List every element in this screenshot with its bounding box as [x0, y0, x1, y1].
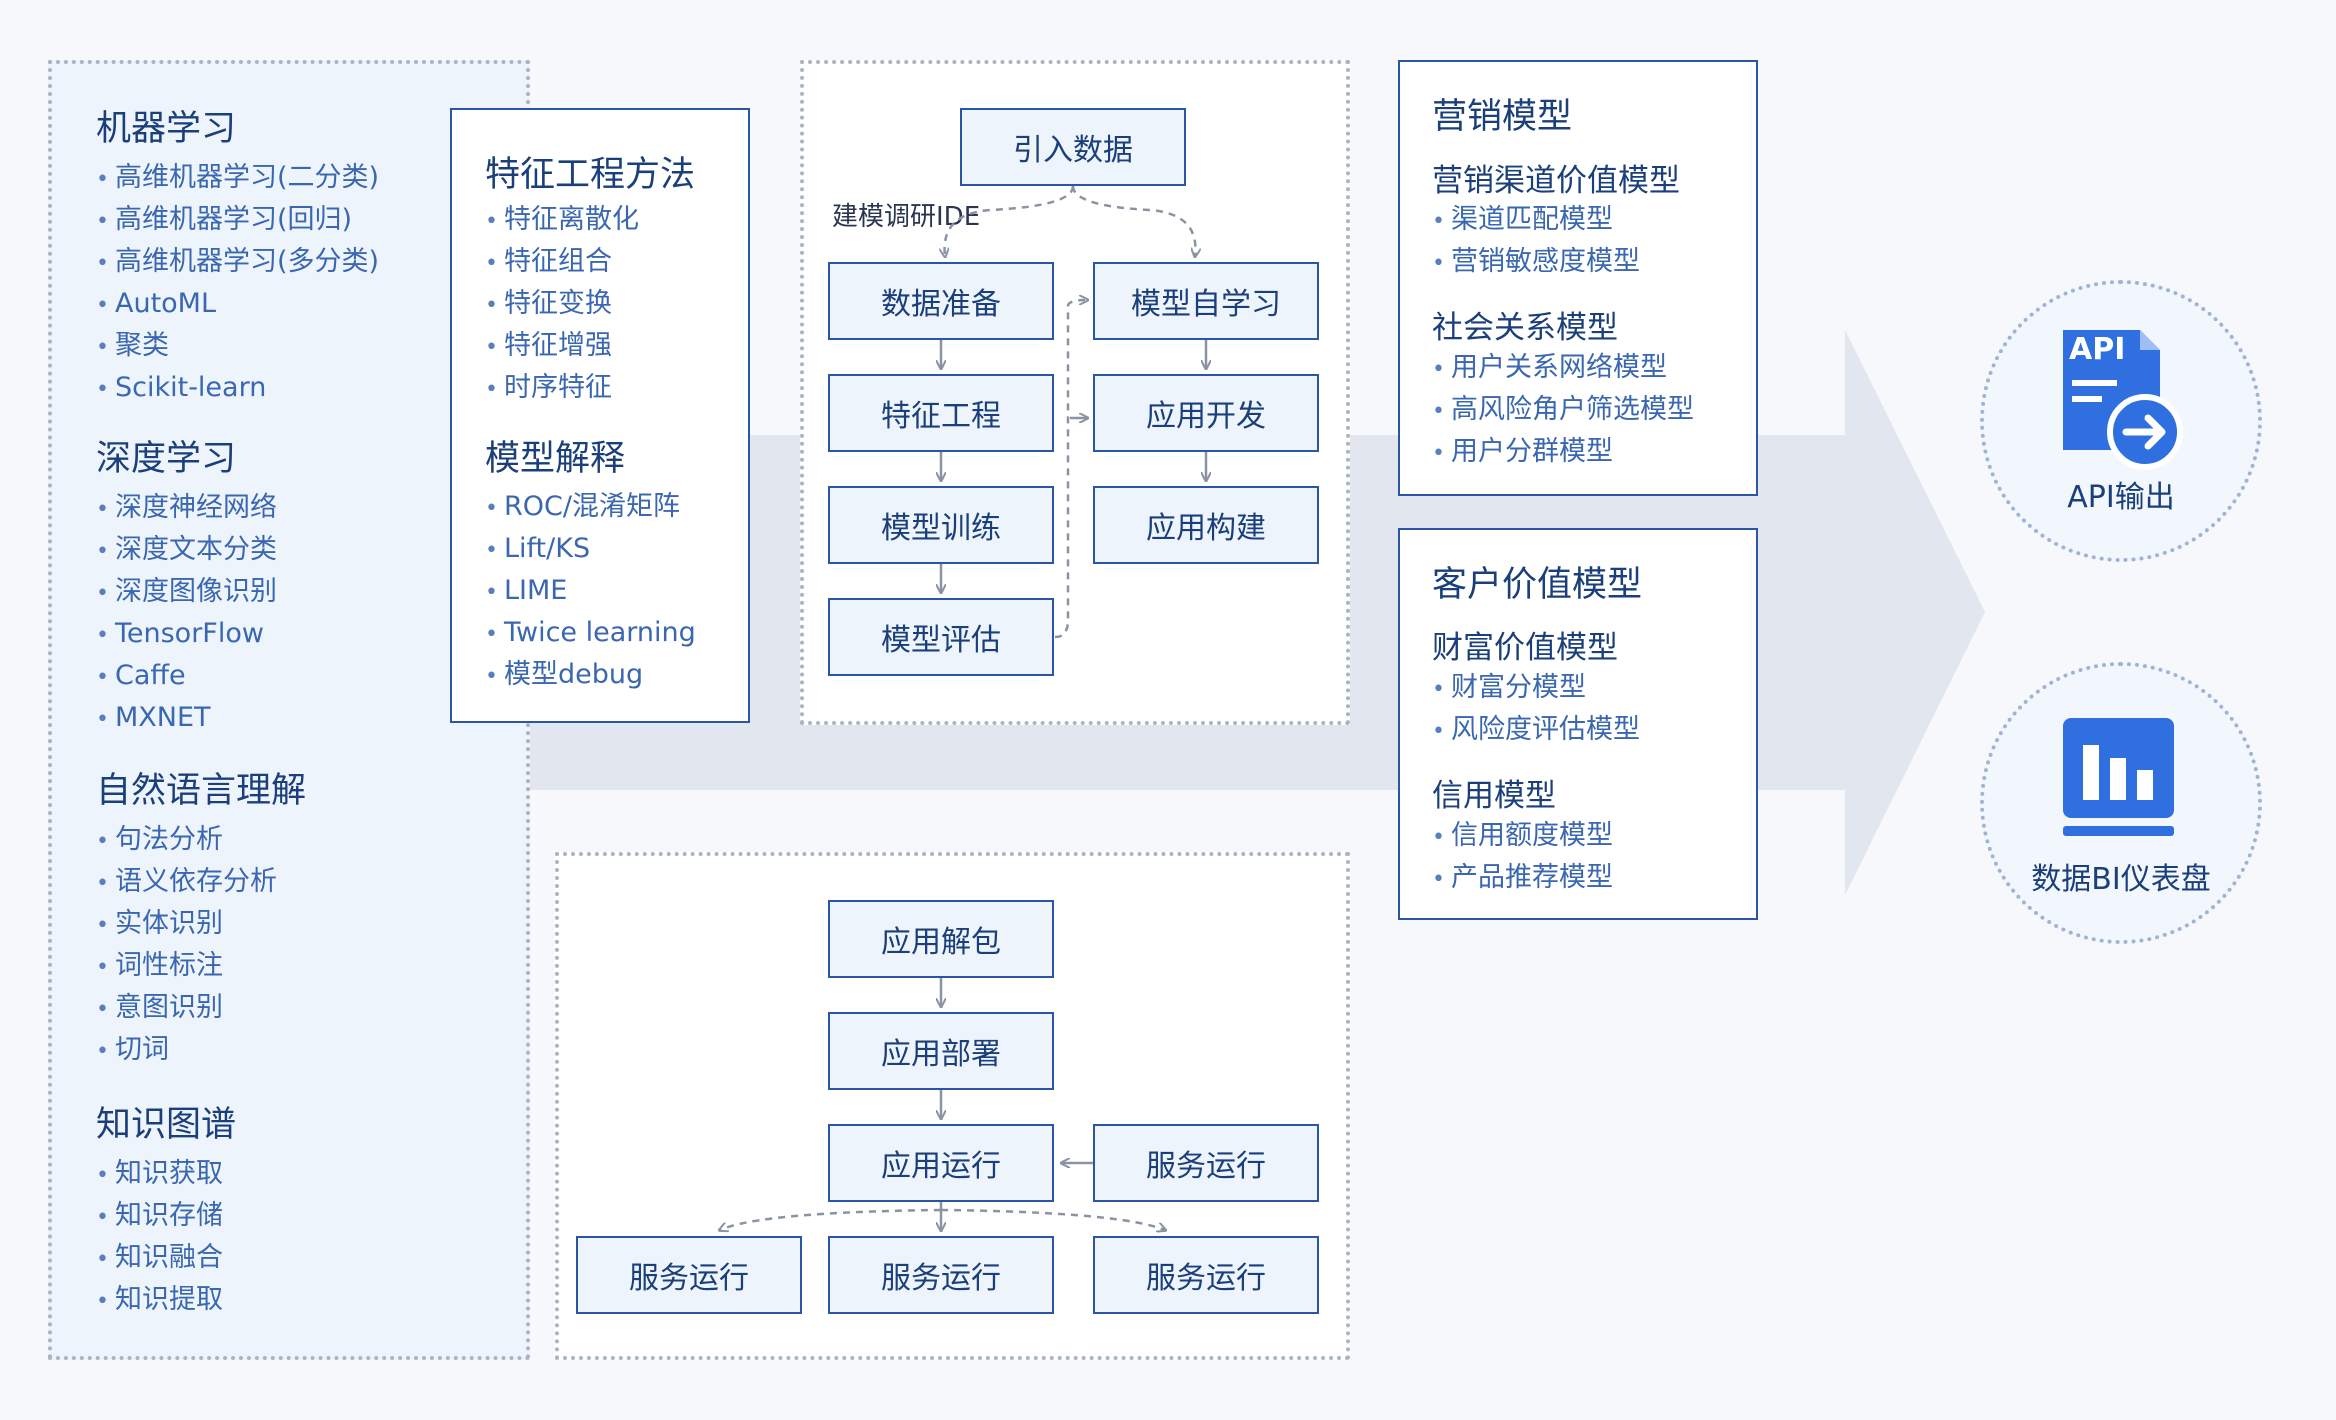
app-build-box: 应用构建	[1093, 486, 1319, 564]
feature-engineering-list: 特征离散化 特征组合 特征变换 特征增强 时序特征	[485, 200, 639, 410]
list-item: ROC/混淆矩阵	[485, 487, 696, 529]
wealth-value-title: 财富价值模型	[1432, 630, 1618, 666]
list-item: 营销敏感度模型	[1432, 242, 1640, 284]
credit-model-title: 信用模型	[1432, 778, 1556, 814]
list-item: 特征增强	[485, 326, 639, 368]
marketing-model-title: 营销模型	[1432, 97, 1573, 137]
nlu-list: 句法分析 语义依存分析 实体识别 词性标注 意图识别 切词	[96, 820, 277, 1072]
model-training-box: 模型训练	[828, 486, 1054, 564]
customer-value-title: 客户价值模型	[1432, 565, 1643, 605]
list-item: TensorFlow	[96, 614, 277, 656]
list-item: 高维机器学习(二分类)	[96, 158, 379, 200]
import-data-box: 引入数据	[960, 108, 1186, 186]
list-item: Caffe	[96, 656, 277, 698]
list-item: 语义依存分析	[96, 862, 277, 904]
marketing-channel-list: 渠道匹配模型 营销敏感度模型	[1432, 200, 1640, 284]
app-run-box: 应用运行	[828, 1124, 1054, 1202]
list-item: LIME	[485, 571, 696, 613]
app-deploy-box: 应用部署	[828, 1012, 1054, 1090]
section-title-deep-learning: 深度学习	[96, 439, 237, 479]
section-title-knowledge-graph: 知识图谱	[96, 1105, 237, 1145]
list-item: 渠道匹配模型	[1432, 200, 1640, 242]
ide-label: 建模调研IDE	[832, 202, 981, 232]
list-item: 时序特征	[485, 368, 639, 410]
bi-dashboard-circle	[1980, 662, 2262, 944]
model-eval-box: 模型评估	[828, 598, 1054, 676]
social-relation-title: 社会关系模型	[1432, 310, 1618, 346]
list-item: 产品推荐模型	[1432, 858, 1613, 900]
section-title-feature-engineering: 特征工程方法	[485, 155, 696, 195]
service-run-box-right: 服务运行	[1093, 1236, 1319, 1314]
list-item: 风险度评估模型	[1432, 710, 1640, 752]
data-prep-box: 数据准备	[828, 262, 1054, 340]
machine-learning-list: 高维机器学习(二分类) 高维机器学习(回归) 高维机器学习(多分类) AutoM…	[96, 158, 379, 410]
list-item: 高维机器学习(回归)	[96, 200, 379, 242]
section-title-nlu: 自然语言理解	[96, 771, 307, 811]
feature-eng-box: 特征工程	[828, 374, 1054, 452]
service-run-input-box: 服务运行	[1093, 1124, 1319, 1202]
list-item: 财富分模型	[1432, 668, 1640, 710]
service-run-box-left: 服务运行	[576, 1236, 802, 1314]
list-item: 模型debug	[485, 655, 696, 697]
list-item: 深度图像识别	[96, 572, 277, 614]
list-item: 特征变换	[485, 284, 639, 326]
social-relation-list: 用户关系网络模型 高风险角户筛选模型 用户分群模型	[1432, 348, 1694, 474]
app-dev-box: 应用开发	[1093, 374, 1319, 452]
list-item: 知识融合	[96, 1238, 223, 1280]
list-item: 用户分群模型	[1432, 432, 1694, 474]
knowledge-graph-list: 知识获取 知识存储 知识融合 知识提取	[96, 1154, 223, 1322]
api-icon-text: API	[2069, 332, 2126, 367]
list-item: Lift/KS	[485, 529, 696, 571]
list-item: 知识存储	[96, 1196, 223, 1238]
list-item: 意图识别	[96, 988, 277, 1030]
list-item: 句法分析	[96, 820, 277, 862]
list-item: 实体识别	[96, 904, 277, 946]
list-item: 知识获取	[96, 1154, 223, 1196]
credit-model-list: 信用额度模型 产品推荐模型	[1432, 816, 1613, 900]
list-item: Scikit-learn	[96, 368, 379, 410]
api-output-label: API输出	[2067, 480, 2175, 515]
list-item: 特征组合	[485, 242, 639, 284]
list-item: 深度神经网络	[96, 488, 277, 530]
list-item: 特征离散化	[485, 200, 639, 242]
marketing-channel-title: 营销渠道价值模型	[1432, 163, 1680, 199]
model-interpretation-list: ROC/混淆矩阵 Lift/KS LIME Twice learning 模型d…	[485, 487, 696, 697]
wealth-value-list: 财富分模型 风险度评估模型	[1432, 668, 1640, 752]
model-self-learning-box: 模型自学习	[1093, 262, 1319, 340]
section-title-model-interpretation: 模型解释	[485, 439, 626, 479]
deep-learning-list: 深度神经网络 深度文本分类 深度图像识别 TensorFlow Caffe MX…	[96, 488, 277, 740]
list-item: Twice learning	[485, 613, 696, 655]
list-item: AutoML	[96, 284, 379, 326]
list-item: 用户关系网络模型	[1432, 348, 1694, 390]
list-item: 高维机器学习(多分类)	[96, 242, 379, 284]
list-item: 词性标注	[96, 946, 277, 988]
list-item: 深度文本分类	[96, 530, 277, 572]
list-item: 知识提取	[96, 1280, 223, 1322]
list-item: MXNET	[96, 698, 277, 740]
section-title-machine-learning: 机器学习	[96, 109, 237, 149]
list-item: 聚类	[96, 326, 379, 368]
bi-dashboard-label: 数据BI仪表盘	[2031, 862, 2211, 897]
service-run-box-center: 服务运行	[828, 1236, 1054, 1314]
list-item: 高风险角户筛选模型	[1432, 390, 1694, 432]
app-unpack-box: 应用解包	[828, 900, 1054, 978]
list-item: 信用额度模型	[1432, 816, 1613, 858]
list-item: 切词	[96, 1030, 277, 1072]
api-output-circle	[1980, 280, 2262, 562]
